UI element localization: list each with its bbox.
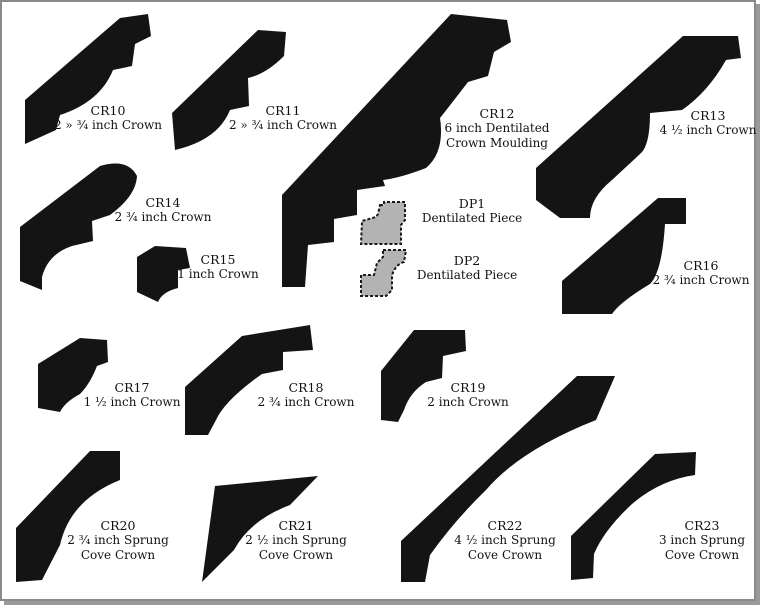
- label-cr23-code: CR23: [684, 518, 720, 533]
- label-cr13-code: CR13: [690, 108, 726, 123]
- label-cr18-desc: 2 ¾ inch Crown: [257, 395, 355, 409]
- label-cr14-desc: 2 ¾ inch Crown: [114, 210, 212, 224]
- profile-dp2-shape: [360, 249, 408, 297]
- label-cr15-desc: 1 inch Crown: [177, 267, 259, 281]
- label-cr22: CR22 4 ½ inch Sprung Cove Crown: [454, 518, 556, 563]
- label-cr22-code: CR22: [487, 518, 523, 533]
- profile-cr20-shape: [16, 451, 120, 582]
- label-cr21-desc-line1: 2 ½ inch Sprung: [245, 533, 347, 547]
- label-cr16-desc: 2 ¾ inch Crown: [652, 273, 750, 287]
- label-cr13: CR13 4 ½ inch Crown: [660, 108, 757, 138]
- label-dp1-desc: Dentilated Piece: [421, 211, 523, 225]
- profile-cr14-shape: [20, 163, 137, 290]
- label-cr20-desc-line1: 2 ¾ inch Sprung: [67, 533, 169, 547]
- label-dp1-code: DP1: [458, 196, 486, 211]
- profile-dp1-shape: [359, 201, 406, 245]
- profile-cr16-shape: [562, 198, 686, 314]
- profile-cr18-shape: [185, 325, 313, 435]
- profile-cr19-shape: [381, 330, 466, 422]
- label-cr12-desc-line1: 6 inch Dentilated: [444, 121, 550, 135]
- label-cr17-code: CR17: [114, 380, 150, 395]
- label-cr12-code: CR12: [479, 106, 515, 121]
- label-cr19-code: CR19: [450, 380, 486, 395]
- label-cr11-desc: 2 » ¾ inch Crown: [228, 118, 338, 132]
- label-cr19: CR19 2 inch Crown: [427, 380, 508, 410]
- profile-cr11-shape: [172, 30, 286, 150]
- label-cr23-desc-line2: Cove Crown: [664, 548, 740, 562]
- label-cr18-code: CR18: [288, 380, 324, 395]
- profile-cr23-shape: [571, 452, 696, 580]
- label-cr18: CR18 2 ¾ inch Crown: [258, 380, 355, 410]
- label-cr20-code: CR20: [100, 518, 136, 533]
- profile-cr21-shape: [202, 476, 318, 582]
- label-cr10-code: CR10: [90, 103, 126, 118]
- label-cr10-desc: 2 » ¾ inch Crown: [53, 118, 163, 132]
- label-cr13-desc: 4 ½ inch Crown: [659, 123, 757, 137]
- label-cr21-code: CR21: [278, 518, 314, 533]
- label-cr22-desc-line2: Cove Crown: [467, 548, 543, 562]
- label-cr20-desc-line2: Cove Crown: [80, 548, 156, 562]
- label-cr12: CR12 6 inch Dentilated Crown Moulding: [445, 106, 550, 151]
- label-cr12-desc-line2: Crown Moulding: [446, 136, 548, 150]
- label-cr14: CR14 2 ¾ inch Crown: [115, 195, 212, 225]
- label-dp2-desc: Dentilated Piece: [416, 268, 518, 282]
- label-cr14-code: CR14: [145, 195, 181, 210]
- label-cr23-desc-line1: 3 inch Sprung: [658, 533, 746, 547]
- profile-cr22-shape: [401, 376, 615, 582]
- label-cr22-desc-line1: 4 ½ inch Sprung: [454, 533, 556, 547]
- profile-cr12-shape: [282, 14, 511, 287]
- label-cr15: CR15 1 inch Crown: [177, 252, 258, 282]
- label-cr23: CR23 3 inch Sprung Cove Crown: [659, 518, 745, 563]
- label-cr17-desc: 1 ½ inch Crown: [83, 395, 181, 409]
- label-cr11-code: CR11: [265, 103, 301, 118]
- label-cr19-desc: 2 inch Crown: [427, 395, 509, 409]
- label-cr21-desc-line2: Cove Crown: [258, 548, 334, 562]
- profile-cr13-shape: [536, 36, 741, 218]
- label-dp1: DP1 Dentilated Piece: [422, 196, 522, 226]
- label-cr11: CR11 2 » ¾ inch Crown: [229, 103, 337, 133]
- label-cr21: CR21 2 ½ inch Sprung Cove Crown: [245, 518, 347, 563]
- profile-cr17-shape: [38, 338, 108, 412]
- label-dp2: DP2 Dentilated Piece: [417, 253, 517, 283]
- label-cr20: CR20 2 ¾ inch Sprung Cove Crown: [67, 518, 169, 563]
- label-cr17: CR17 1 ½ inch Crown: [84, 380, 181, 410]
- label-dp2-code: DP2: [453, 253, 481, 268]
- frame-shadow-bottom: [4, 601, 760, 605]
- label-cr10: CR10 2 » ¾ inch Crown: [54, 103, 162, 133]
- frame-shadow-right: [756, 4, 760, 605]
- label-cr16-code: CR16: [683, 258, 719, 273]
- profile-cr15-shape: [137, 246, 190, 302]
- label-cr15-code: CR15: [200, 252, 236, 267]
- profile-cr10-shape: [25, 14, 151, 144]
- label-cr16: CR16 2 ¾ inch Crown: [653, 258, 750, 288]
